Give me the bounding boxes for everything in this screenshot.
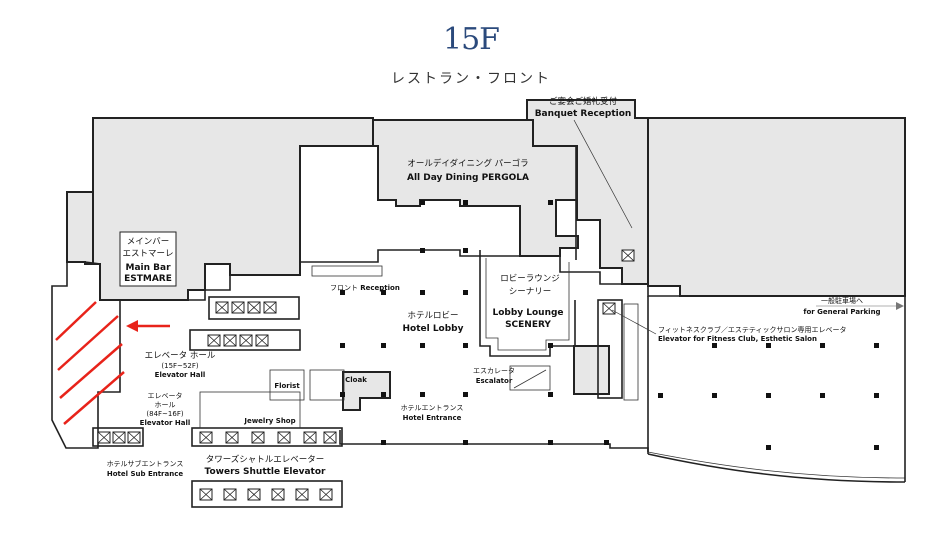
lounge-label-en1: Lobby Lounge (492, 308, 563, 318)
elevator-hall-label-range: (15F~52F) (161, 362, 198, 370)
sub-entrance-label-jp: ホテルサブエントランス (107, 459, 184, 468)
lounge-service-area (573, 345, 610, 395)
florist-area (269, 369, 305, 401)
curved-facade-inner (647, 451, 906, 479)
elevator-hall2-label-jp1: エレベータ (148, 391, 183, 400)
fitness-elevator-label-jp: フィットネスクラブ／エステティックサロン専用エレベータ (658, 325, 846, 334)
banquet-reception-label-en: Banquet Reception (535, 109, 632, 119)
elevator-cars-upper (215, 301, 277, 314)
outer-wall (51, 261, 121, 449)
shuttle-lower-cars (199, 488, 333, 501)
lobby-wall (188, 249, 905, 301)
lobby-label-jp: ホテルロビー (407, 311, 458, 321)
main-bar-label-en2: ESTMARE (124, 274, 172, 284)
entrance-label-en: Hotel Entrance (403, 414, 462, 422)
parking-label-en: for General Parking (803, 308, 880, 316)
fitness-elevator-core (597, 299, 623, 399)
shuttle-label-en: Towers Shuttle Elevator (205, 467, 326, 477)
main-bar-label-jp2: エストマーレ (122, 249, 173, 259)
south-wall (339, 430, 649, 454)
shuttle-cars (199, 431, 337, 444)
reception-label: フロント Reception (330, 284, 400, 292)
lounge-wall (479, 250, 576, 357)
lounge-label-jp1: ロビーラウンジ (500, 274, 560, 284)
parking-label-jp: 一般駐車場へ (821, 296, 863, 305)
fitness-elevator-label-en: Elevator for Fitness Club, Esthetic Salo… (658, 335, 817, 343)
restricted-hatch (55, 301, 125, 425)
west-wing-area (66, 191, 94, 265)
entrance-label-jp: ホテルエントランス (401, 404, 464, 412)
elevator-bank-upper (208, 296, 300, 320)
elevator-cars-west (97, 431, 141, 444)
fitness-stair (623, 303, 639, 401)
direction-arrow (126, 320, 170, 332)
elevator-hall-label-jp: エレベータ ホール (145, 351, 216, 361)
elevator-hall2-label-range: (84F~16F) (146, 410, 183, 418)
dining-inner-wall (377, 146, 577, 260)
parking-arrow (896, 302, 904, 310)
elevator-cars-lower (207, 334, 269, 347)
escalator-icon (509, 365, 551, 391)
elevator-hall-label-en: Elevator Hall (155, 371, 206, 379)
northeast-wing-area (647, 117, 906, 297)
lounge-inner-wall (485, 258, 570, 351)
dining-label-en: All Day Dining PERGOLA (407, 173, 529, 183)
shuttle-lower-bank (191, 480, 343, 508)
sub-entrance-label-en: Hotel Sub Entrance (107, 470, 183, 478)
elevator-hall2-label-jp2: ホール (155, 401, 176, 409)
main-bar-label-jp1: メインバー (127, 237, 170, 247)
lobby-label-en: Hotel Lobby (402, 324, 463, 334)
florist-label: Florist (274, 382, 300, 390)
jewelry-shop-label: Jewelry Shop (243, 417, 295, 425)
main-bar-box (119, 231, 177, 287)
main-bar-label-en1: Main Bar (125, 263, 171, 273)
elevator-bank-lower (189, 329, 301, 351)
jewelry-shop-area (199, 391, 301, 429)
elevator-bank-west (92, 427, 144, 447)
shuttle-elevator-bank (191, 427, 343, 447)
cloak-area (309, 369, 345, 401)
dining-label-jp: オールデイダイニング パーゴラ (407, 158, 528, 169)
floor-title: 15F (443, 22, 500, 57)
curved-facade (647, 453, 906, 483)
lounge-label-en2: SCENERY (505, 320, 551, 330)
banquet-reception-label-jp: ご宴会ご婚礼受付 (549, 96, 618, 107)
east-wall (647, 296, 906, 482)
lounge-label-jp2: シーナリー (509, 287, 552, 297)
cloak-label: Cloak (345, 376, 367, 384)
cloak-back-area (342, 371, 391, 411)
floor-subtitle: レストラン・フロント (391, 71, 551, 87)
escalator-label-en: Escalator (476, 377, 513, 385)
pillars (340, 200, 879, 450)
escalator-label-jp: エスカレータ (473, 366, 515, 375)
east-back-area (526, 99, 649, 285)
shuttle-label-jp: タワーズシャトルエレベーター (206, 454, 325, 465)
reception-counter (311, 265, 383, 277)
elevator-hall2-label-en: Elevator Hall (140, 419, 191, 427)
